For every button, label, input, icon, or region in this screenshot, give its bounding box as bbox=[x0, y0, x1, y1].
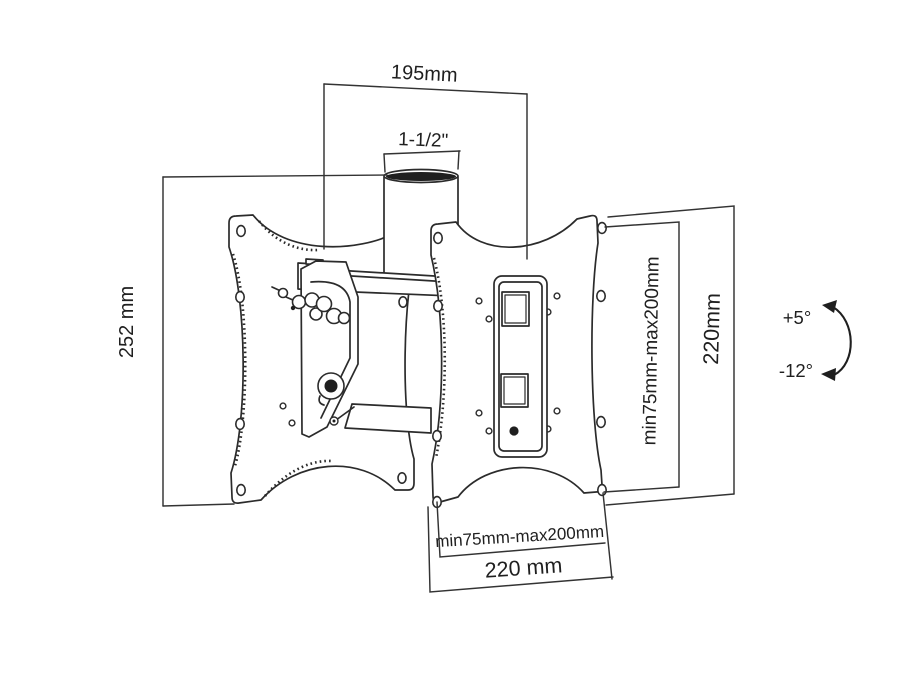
rail-upper-window bbox=[501, 291, 530, 327]
right-vesa-plate bbox=[430, 214, 607, 509]
dim-top-width bbox=[323, 83, 528, 260]
tilt-arrow-up-head bbox=[822, 300, 837, 313]
dimension-lines bbox=[162, 83, 735, 593]
dim-bottom-vesa-range bbox=[436, 501, 606, 558]
locking-knob bbox=[317, 372, 345, 426]
rail-lower-window bbox=[500, 373, 529, 408]
label-bottom-width: 220 mm bbox=[484, 553, 563, 582]
left-plate-top-edge-hatch bbox=[257, 220, 319, 252]
tension-handle bbox=[271, 286, 351, 325]
pipe-top-rim bbox=[383, 168, 459, 184]
center-mounting-rail bbox=[493, 275, 548, 458]
label-left-height: 252 mm bbox=[116, 286, 138, 358]
rail-screw-hole bbox=[509, 426, 519, 436]
label-tilt-up: +5° bbox=[783, 307, 812, 328]
dim-left-height bbox=[162, 174, 388, 507]
left-plate-mounting-holes bbox=[235, 224, 408, 497]
left-plate-bottom-edge-hatch bbox=[264, 459, 333, 497]
tilt-angle-annotation bbox=[821, 300, 852, 381]
left-plate-rolled-edge bbox=[231, 253, 247, 467]
label-right-height: 220mm bbox=[699, 293, 725, 365]
label-bottom-vesa-range: min75mm-max200mm bbox=[435, 522, 605, 551]
tilt-arrow-arc bbox=[831, 305, 852, 377]
pipe-opening bbox=[386, 172, 456, 181]
label-tilt-down: -12° bbox=[779, 360, 813, 381]
label-top-width: 195mm bbox=[390, 61, 458, 86]
dim-right-vesa-range bbox=[603, 221, 680, 493]
dim-right-height bbox=[605, 205, 735, 506]
lower-support-arm bbox=[344, 403, 432, 434]
tilt-arrow-down-head bbox=[821, 368, 836, 381]
dim-pipe-diameter bbox=[383, 150, 461, 173]
label-right-vesa-range: min75mm-max200mm bbox=[639, 256, 663, 445]
dim-bottom-width bbox=[427, 492, 614, 593]
label-pipe-diameter: 1-1/2" bbox=[398, 129, 449, 152]
